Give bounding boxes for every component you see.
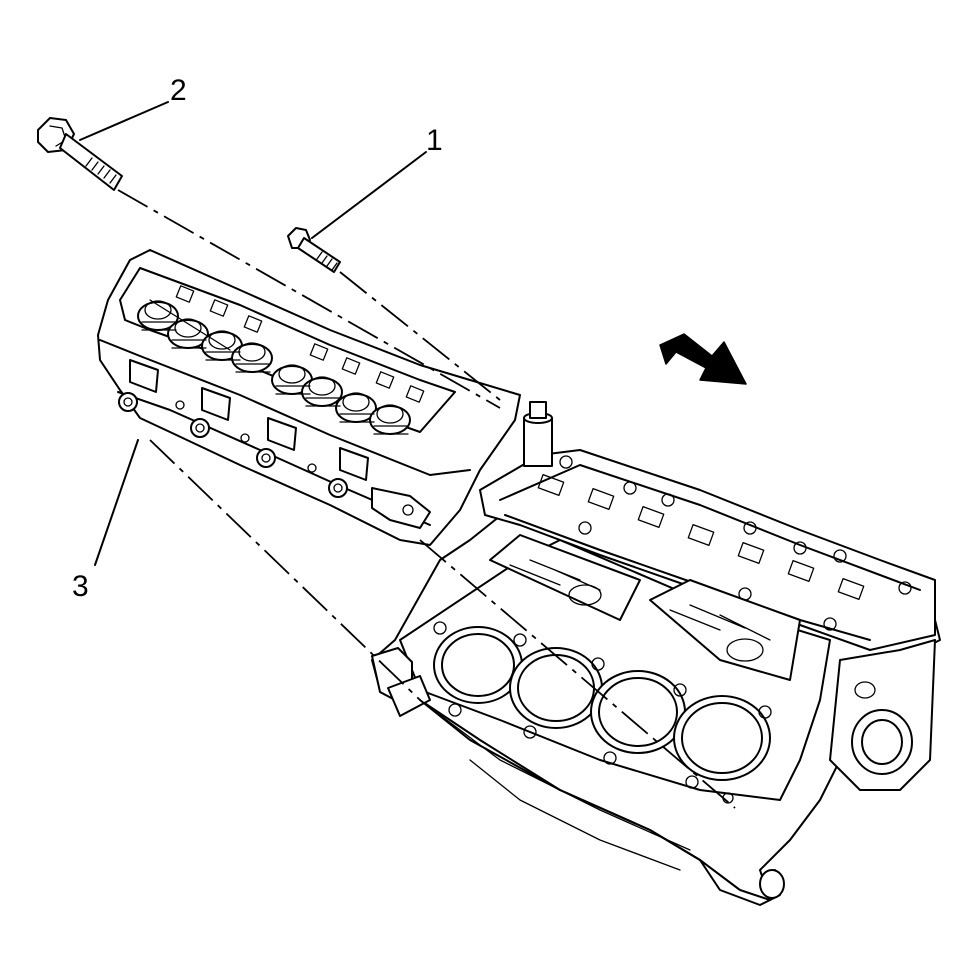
leader-line-1 [311, 151, 427, 239]
engine-block [371, 401, 941, 906]
leader-line-3 [94, 439, 139, 566]
leader-line-2 [79, 101, 169, 141]
callout-1: 1 [426, 124, 443, 157]
head-bolt-short [287, 227, 341, 273]
callout-3: 3 [72, 570, 89, 603]
cylinder-head [97, 249, 521, 546]
alignment-lines [117, 189, 736, 809]
arrow-down-right-icon [659, 333, 747, 385]
leader-lines [79, 101, 427, 566]
callout-2: 2 [170, 74, 187, 107]
valve-springs [137, 300, 411, 435]
head-bolt-long [37, 117, 123, 191]
